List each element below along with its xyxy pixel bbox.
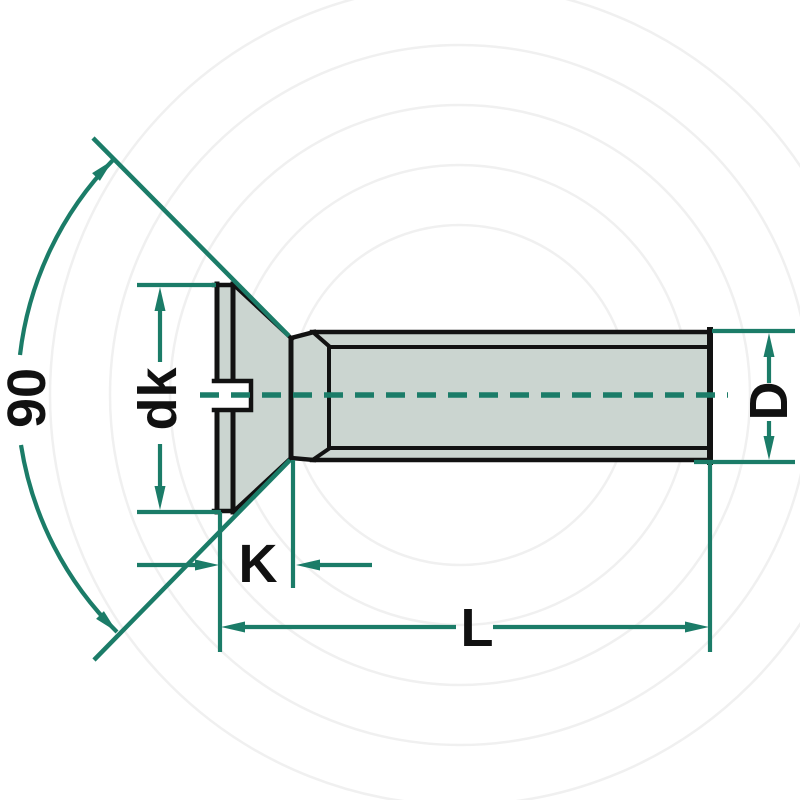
screw-shank-fill [291, 331, 711, 461]
dk-arrow-up [154, 287, 166, 311]
l-arrow-right [685, 621, 709, 633]
screw-outline [211, 281, 713, 515]
label-head-height: K [239, 534, 278, 594]
screw-head-cone-fill [234, 283, 291, 513]
l-arrow-left [221, 621, 245, 633]
thread-lead-top [311, 330, 333, 350]
arc-arrow-bottom [96, 611, 117, 632]
arc-arrow-top [92, 160, 113, 181]
label-head-diameter: dk [128, 367, 188, 431]
dimension-labels: 90 dk K L D [0, 367, 799, 658]
angle-arc-upper [17, 158, 115, 356]
d-arrow-up [763, 333, 775, 357]
watermark-arc [48, 0, 800, 800]
dimension-arrowheads [92, 160, 775, 633]
watermark-arc [108, 43, 800, 747]
angle-diagonal-upper [91, 136, 291, 338]
dk-arrow-down [154, 486, 166, 510]
label-total-length: L [461, 598, 494, 658]
k-arrow-left [296, 559, 320, 571]
label-head-angle: 90 [0, 368, 57, 428]
watermark-arcs [48, 0, 800, 800]
dimension-lines [17, 136, 795, 662]
slot-notch-outline [211, 378, 254, 413]
label-shank-diameter: D [739, 382, 799, 421]
d-arrow-down [763, 436, 775, 460]
angle-arc-lower [18, 444, 119, 634]
angle-diagonal-lower [92, 458, 292, 662]
k-arrow-right [195, 559, 219, 571]
watermark-arc [168, 103, 752, 687]
